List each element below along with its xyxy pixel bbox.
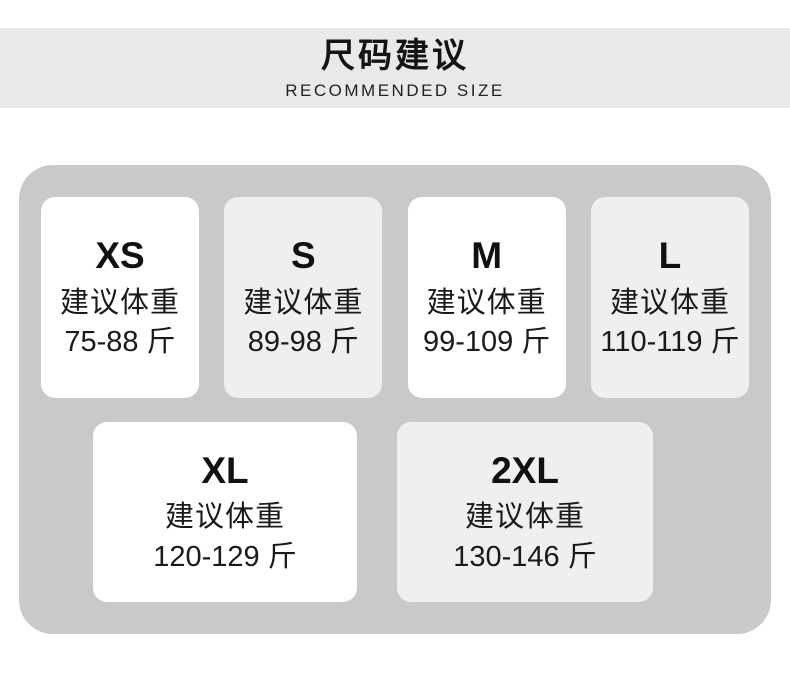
page-title: 尺码建议 (321, 37, 469, 76)
size-card-m: M 建议体重 99-109 斤 (407, 197, 566, 398)
weight-range: 75-88 斤 (64, 326, 176, 359)
weight-note: 建议体重 (426, 286, 547, 319)
size-row-bottom: XL 建议体重 120-129 斤 2XL 建议体重 130-146 斤 (93, 422, 749, 602)
weight-range: 89-98 斤 (247, 326, 359, 359)
size-card-l: L 建议体重 110-119 斤 (590, 197, 749, 398)
weight-note: 建议体重 (243, 286, 364, 319)
weight-range: 99-109 斤 (422, 326, 551, 359)
header-band: 尺码建议 RECOMMENDED SIZE (0, 28, 790, 108)
weight-range: 110-119 斤 (600, 326, 740, 359)
size-label: XS (95, 235, 145, 277)
size-label: 2XL (491, 449, 559, 491)
size-card-s: S 建议体重 89-98 斤 (224, 197, 383, 398)
size-row-top: XS 建议体重 75-88 斤 S 建议体重 89-98 斤 M 建议体重 99… (41, 197, 749, 398)
size-label: S (290, 235, 316, 277)
size-label: M (471, 235, 503, 277)
size-chart-panel: XS 建议体重 75-88 斤 S 建议体重 89-98 斤 M 建议体重 99… (19, 165, 771, 634)
weight-range: 130-146 斤 (453, 540, 597, 573)
weight-note: 建议体重 (464, 501, 585, 534)
page-subtitle: RECOMMENDED SIZE (285, 80, 505, 100)
size-card-xl: XL 建议体重 120-129 斤 (93, 422, 357, 602)
weight-note: 建议体重 (609, 286, 730, 319)
size-label: XL (201, 449, 249, 491)
size-card-xs: XS 建议体重 75-88 斤 (41, 197, 199, 398)
weight-range: 120-129 斤 (153, 540, 297, 573)
size-card-2xl: 2XL 建议体重 130-146 斤 (397, 422, 653, 602)
size-label: L (658, 235, 682, 277)
weight-note: 建议体重 (59, 286, 180, 319)
weight-note: 建议体重 (164, 501, 285, 534)
